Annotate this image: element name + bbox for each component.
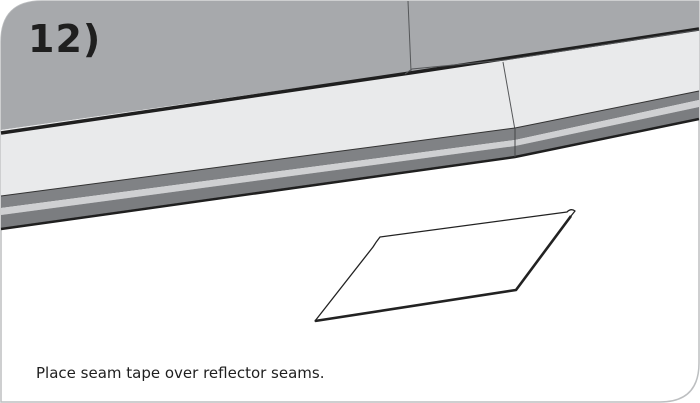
panel-edge-line — [0, 27, 700, 135]
step-number: 12) — [28, 17, 102, 61]
step-caption: Place seam tape over reflector seams. — [36, 364, 325, 382]
lower-channel-band — [1, 107, 699, 228]
light-strip-seam — [502, 61, 516, 131]
upper-channel-band — [1, 91, 699, 208]
joint-step — [404, 29, 700, 75]
upper-reflector-panel — [1, 1, 699, 130]
light-reflector-strip — [1, 28, 699, 198]
seam-tape-thick-edge — [314, 215, 573, 323]
upper-panel-seam — [407, 0, 412, 72]
channel-highlight — [1, 100, 699, 215]
